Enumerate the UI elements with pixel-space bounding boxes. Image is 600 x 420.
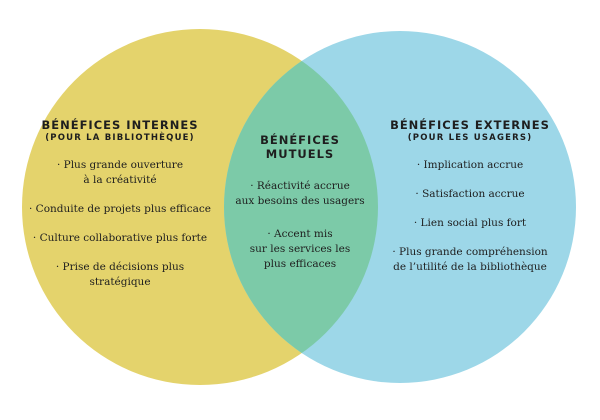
internal-benefits-section: BÉNÉFICES INTERNES (POUR LA BIBLIOTHÈQUE… xyxy=(20,118,220,290)
external-benefit-item: · Satisfaction accrue xyxy=(415,188,525,200)
internal-benefit-item: · Prise de décisions plus stratégique xyxy=(55,261,185,288)
external-benefit-item: · Lien social plus fort xyxy=(413,217,527,229)
mutual-benefits-title-line2: MUTUELS xyxy=(265,147,335,161)
internal-benefit-item: · Culture collaborative plus forte xyxy=(32,232,208,244)
internal-benefits-title: BÉNÉFICES INTERNES xyxy=(41,118,199,132)
external-benefit-item: · Implication accrue xyxy=(416,159,524,171)
mutual-benefits-title-line1: BÉNÉFICES xyxy=(260,133,340,147)
internal-benefit-item: · Conduite de projets plus efficace xyxy=(29,203,211,215)
mutual-benefit-item: · Accent mis sur les services les plus e… xyxy=(249,228,351,270)
mutual-benefits-section: BÉNÉFICES MUTUELS · Réactivité accrue au… xyxy=(232,133,368,272)
external-benefits-section: BÉNÉFICES EXTERNES (POUR LES USAGERS) · … xyxy=(372,118,568,275)
internal-benefit-item: · Plus grande ouverture à la créativité xyxy=(56,159,184,186)
internal-benefits-subtitle: (POUR LA BIBLIOTHÈQUE) xyxy=(45,133,195,143)
mutual-benefits-overlap xyxy=(224,31,378,383)
external-benefits-subtitle: (POUR LES USAGERS) xyxy=(407,133,533,143)
external-benefits-title: BÉNÉFICES EXTERNES xyxy=(390,118,550,132)
external-benefit-item: · Plus grande compréhension de l’utilité… xyxy=(392,246,548,273)
mutual-benefit-item: · Réactivité accrue aux besoins des usag… xyxy=(235,180,365,207)
